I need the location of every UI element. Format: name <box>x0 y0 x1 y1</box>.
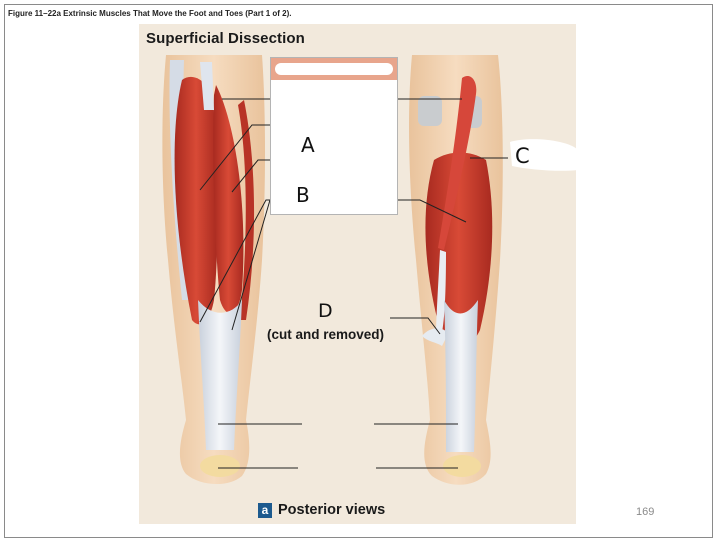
erased-label-area <box>510 139 578 171</box>
handwritten-label-c: C <box>515 144 530 168</box>
right-heel-bone <box>443 455 481 477</box>
right-leg <box>409 55 503 485</box>
handwritten-label-b: B <box>296 183 310 207</box>
right-plantaris <box>438 75 477 251</box>
left-soleus-edge <box>238 100 255 320</box>
right-knee-bone-left <box>418 96 442 126</box>
figure-title: Figure 11–22a Extrinsic Muscles That Mov… <box>8 9 292 18</box>
cut-and-removed-note: (cut and removed) <box>267 327 385 342</box>
right-cut-tendon-flap <box>422 328 448 346</box>
leader-line-3 <box>199 124 276 191</box>
handwritten-label-d: D <box>318 300 333 322</box>
leader-line-9 <box>390 317 441 335</box>
page-number: 169 <box>636 506 655 518</box>
right-plantaris-tendon <box>436 250 446 340</box>
panel-caption: Posterior views <box>278 502 386 518</box>
handwritten-label-a: A <box>301 133 315 157</box>
left-gastrocnemius-lateral <box>174 76 218 325</box>
leader-line-6 <box>231 199 271 331</box>
panel-footer: a Posterior views <box>258 500 385 520</box>
left-leg <box>162 55 265 485</box>
panel-letter-badge: a <box>258 502 272 518</box>
left-calcaneal-tendon <box>198 300 242 450</box>
label-box-erased-header <box>275 63 393 75</box>
label-box <box>270 57 398 215</box>
right-calcaneal-tendon <box>444 300 478 452</box>
left-heel-bone <box>200 455 240 477</box>
left-upper-tendon <box>200 62 214 110</box>
panel-title: Superficial Dissection <box>146 30 305 47</box>
